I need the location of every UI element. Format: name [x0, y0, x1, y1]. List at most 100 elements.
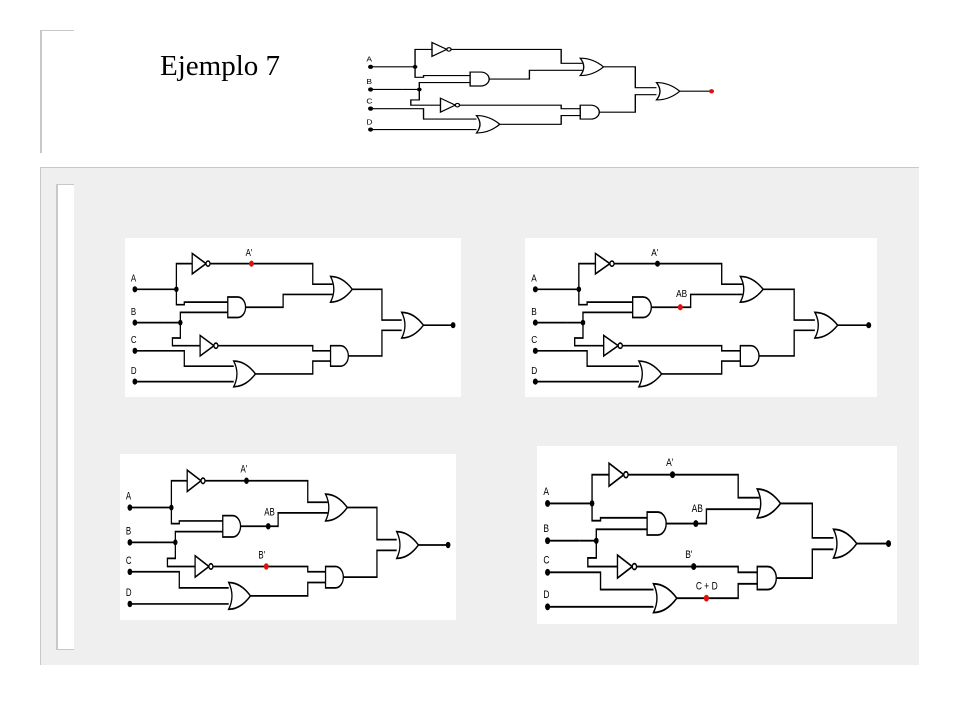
wire	[758, 329, 815, 357]
input-label: C	[126, 554, 132, 567]
input-terminal	[532, 319, 538, 326]
input-terminal	[127, 568, 133, 576]
input-label: C	[131, 334, 137, 345]
input-label: A	[126, 489, 132, 502]
input-terminal	[132, 319, 138, 326]
not-bubble	[631, 562, 638, 571]
wire	[634, 565, 758, 574]
wire	[780, 502, 834, 539]
probe-dot	[244, 477, 249, 484]
panel-side-bar	[56, 184, 74, 650]
input-terminal	[127, 539, 133, 546]
wire	[348, 329, 402, 357]
wire	[175, 289, 228, 306]
signal-label-a-not: A'	[246, 247, 253, 258]
wire	[208, 262, 333, 285]
signal-label-ab: AB	[264, 505, 275, 518]
wire	[255, 360, 331, 375]
wire	[574, 322, 604, 347]
probe-dot	[265, 523, 271, 530]
wire	[352, 288, 402, 321]
junction-dot	[178, 319, 183, 326]
wire	[414, 48, 432, 67]
wire	[566, 311, 633, 324]
input-label: B	[366, 78, 372, 86]
wire	[499, 115, 581, 125]
not-gate-a	[608, 461, 626, 488]
junction-dot	[169, 504, 174, 511]
junction-dot	[412, 64, 418, 69]
junction-dot	[580, 319, 586, 326]
output-terminal	[708, 89, 715, 94]
input-label: A	[131, 273, 137, 284]
or-gate-final	[400, 311, 425, 339]
not-bubble	[454, 102, 461, 108]
input-label: B	[126, 524, 131, 537]
input-label: D	[366, 118, 373, 126]
signal-label-ab: AB	[676, 288, 687, 299]
not-bubble	[208, 562, 214, 570]
wire	[210, 565, 326, 573]
probe-dot	[655, 260, 661, 267]
and-gate-ab	[631, 296, 652, 319]
wire	[578, 262, 596, 290]
wire	[250, 581, 326, 597]
junction-dot	[173, 539, 178, 546]
input-terminal	[368, 64, 374, 69]
or-gate-cd	[227, 581, 252, 611]
input-label: C	[531, 334, 537, 345]
output-terminal	[866, 322, 872, 329]
or-gate-mid	[578, 57, 605, 77]
probe-dot	[693, 520, 699, 527]
junction-dot	[589, 500, 595, 507]
or-gate-cd	[637, 360, 663, 388]
input-terminal	[127, 600, 133, 608]
wire	[170, 479, 188, 508]
wire	[611, 262, 743, 285]
wire	[661, 360, 741, 375]
input-terminal	[532, 347, 538, 354]
or-gate-mid	[324, 493, 349, 522]
wire	[776, 548, 834, 579]
wire	[625, 473, 760, 499]
wire	[159, 530, 223, 544]
or-gate-mid	[329, 275, 354, 303]
probe-dot	[703, 594, 709, 602]
not-bubble	[623, 470, 629, 479]
not-gate-b	[603, 334, 620, 358]
input-label: B	[531, 306, 537, 317]
or-gate-cd	[652, 582, 678, 614]
not-bubble	[446, 47, 452, 52]
not-gate-b	[439, 97, 457, 114]
input-label: B	[131, 306, 136, 317]
probe-dot	[263, 563, 269, 570]
junction-dot	[416, 87, 422, 92]
wire	[166, 542, 196, 568]
output-terminal	[885, 540, 892, 548]
signal-label-c-or_d: C + D	[696, 580, 718, 593]
wire	[203, 479, 328, 504]
input-label: C	[366, 97, 373, 105]
input-terminal	[132, 378, 138, 385]
wire	[535, 350, 639, 368]
and-gate-bcd	[324, 565, 344, 589]
wire	[578, 289, 633, 306]
input-terminal	[545, 603, 551, 611]
input-terminal	[545, 499, 551, 507]
input-terminal	[132, 286, 138, 293]
wire	[599, 94, 657, 113]
and-gate-ab	[469, 71, 490, 87]
not-bubble	[617, 342, 623, 350]
wire	[620, 344, 741, 352]
signal-label-a-not: A'	[666, 457, 673, 470]
not-gate-b	[199, 334, 216, 358]
wire	[245, 293, 333, 309]
and-gate-bcd	[756, 565, 777, 591]
wire	[240, 512, 328, 528]
